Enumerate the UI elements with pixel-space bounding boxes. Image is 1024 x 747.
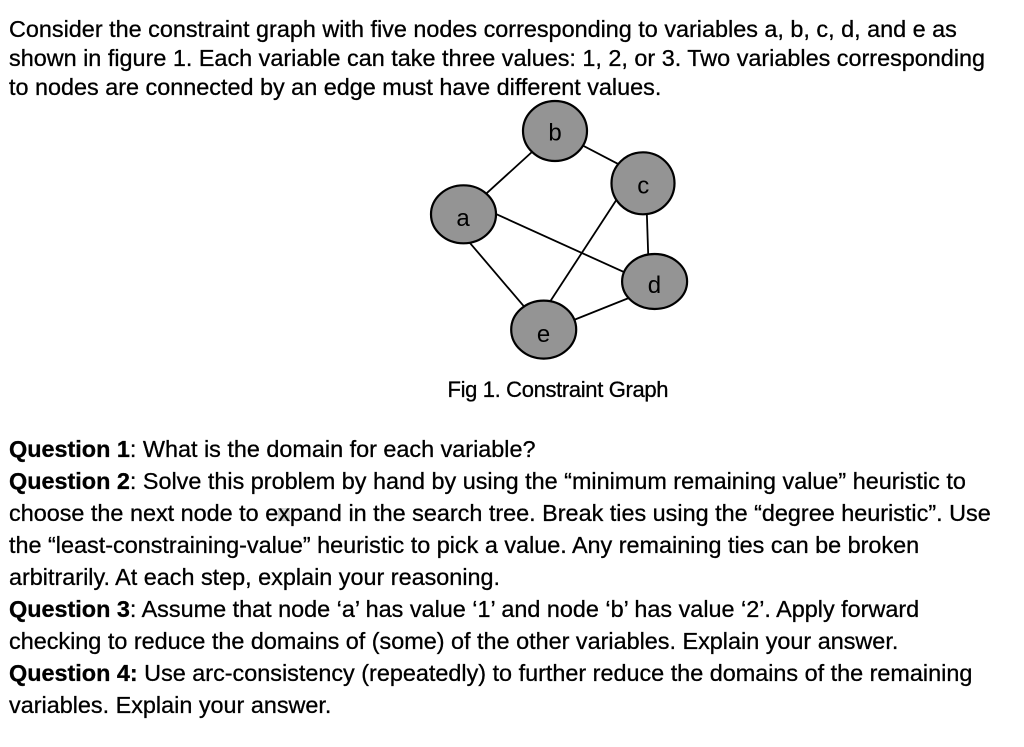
svg-text:d: d xyxy=(648,272,661,299)
svg-text:b: b xyxy=(548,119,561,146)
svg-text:a: a xyxy=(456,205,470,232)
svg-text:c: c xyxy=(637,173,649,200)
svg-text:e: e xyxy=(537,321,550,348)
